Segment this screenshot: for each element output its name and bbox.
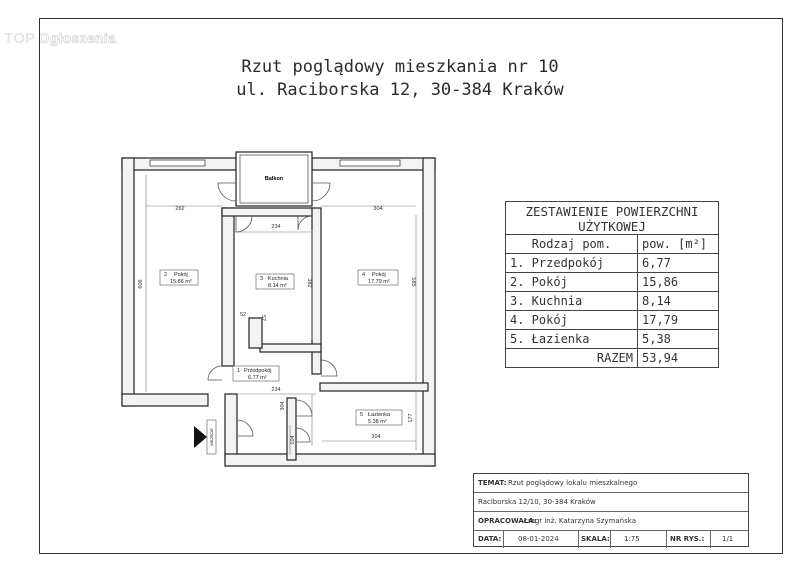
wall-bath-left: [286, 397, 297, 461]
svg-text:1: 1: [237, 368, 240, 374]
area-total-value: 53,94: [637, 348, 719, 368]
dimension-585: 585: [410, 277, 416, 286]
title-block-address-row: Raciborska 12/10, 30-384 Kraków: [474, 493, 748, 512]
dimension-52: 52: [240, 312, 246, 318]
entrance-label-box: [206, 419, 217, 455]
wall-hall-bath: [319, 382, 429, 392]
dimension-304-top: 304: [373, 206, 382, 212]
title-block-author-row: OPRACOWAŁA: mgr inż. Katarzyna Szymańska: [474, 512, 748, 531]
area-table-header-line1: ZESTAWIENIE POWIERZCHNI: [525, 204, 699, 219]
drawing-address: ul. Raciborska 12, 30-384 Kraków: [236, 80, 564, 100]
room-area-5: 5.38 m²: [368, 419, 387, 425]
dimension-304-hall: 304: [280, 401, 286, 410]
window-room-4: [339, 159, 401, 167]
door-balcony-right: [311, 182, 331, 202]
dimension-606: 606: [138, 279, 144, 288]
wall-left: [121, 157, 135, 407]
wall-bottom-left: [121, 393, 209, 407]
room-label-box-3: [255, 273, 295, 290]
door-balcony-left: [217, 182, 237, 202]
wall-right: [422, 157, 436, 467]
title-block-subject-row: TEMAT: Rzut poglądowy lokalu mieszkalneg…: [474, 474, 748, 493]
room-name-4: Pokój: [372, 272, 386, 278]
room-label-box-5: [355, 409, 403, 426]
dimension-304-bath: 304: [371, 434, 380, 440]
room-name-1: Przedpokój: [244, 368, 272, 374]
watermark-rest: Ogłoszenia: [38, 30, 117, 47]
room-area-2: 15.86 m²: [170, 279, 192, 285]
room-name-2: Pokój: [174, 272, 188, 278]
scale-label: SKALA:: [581, 535, 610, 543]
subject-value: Rzut poglądowy lokalu mieszkalnego: [508, 479, 638, 487]
date-value: 08-01-2024: [518, 535, 559, 543]
area-summary-table: ZESTAWIENIE POWIERZCHNI UŻYTKOWEJ Rodzaj…: [505, 201, 719, 368]
author-value: mgr inż. Katarzyna Szymańska: [528, 517, 636, 525]
svg-text:3: 3: [260, 276, 263, 282]
room-label-box-1: [232, 365, 280, 382]
room-area-1: 6.77 m²: [248, 375, 267, 381]
door-kitchen-top-right: [297, 215, 313, 231]
dimension-177: 177: [408, 413, 414, 422]
room-name-3: Kuchnia: [268, 276, 289, 282]
wall-kitchen-bottom: [259, 343, 322, 353]
date-label: DATA:: [478, 535, 502, 543]
watermark-top: TOP: [4, 30, 36, 47]
entrance-arrow: [194, 426, 207, 448]
wall-entrance-side: [224, 393, 238, 463]
area-table-col-room: Rodzaj pom.: [505, 234, 638, 254]
scale-value: 1:75: [624, 535, 640, 543]
room-name-5: Łazienka: [368, 412, 391, 418]
room-area-4: 17.79 m²: [368, 279, 390, 285]
title-block-meta-row: DATA: 08-01-2024 SKALA: 1:75 NR RYS.: 1/…: [474, 530, 748, 548]
wall-closet: [248, 317, 263, 349]
subject-label: TEMAT:: [478, 479, 507, 487]
svg-text:2: 2: [164, 272, 167, 278]
dimension-234-kitchen: 234: [271, 224, 280, 230]
area-table-header: ZESTAWIENIE POWIERZCHNI UŻYTKOWEJ: [505, 201, 719, 235]
door-room-2: [207, 365, 223, 381]
drawing-number-label: NR RYS.:: [670, 535, 705, 543]
area-table-total-row: RAZEM 53,94: [505, 348, 719, 368]
balcony-label: Balkon: [265, 176, 284, 182]
drawing-number-value: 1/1: [722, 535, 734, 543]
area-table-col-area: pow. [m²]: [637, 234, 719, 254]
drawing-sheet-border: [39, 18, 783, 554]
window-room-2: [149, 159, 206, 167]
dimension-262: 262: [175, 206, 184, 212]
title-block: TEMAT: Rzut poglądowy lokalu mieszkalneg…: [473, 473, 749, 548]
dimension-234-hall: 234: [271, 387, 280, 393]
room-label-box-2: [159, 269, 199, 286]
entrance-label: WEJŚCIE: [209, 428, 214, 446]
address-value: Raciborska 12/10, 30-384 Kraków: [478, 498, 596, 506]
wall-kitchen-left: [221, 207, 235, 367]
author-label: OPRACOWAŁA:: [478, 517, 537, 525]
door-room-4: [320, 359, 338, 377]
door-bathroom: [295, 399, 313, 417]
door-kitchen-top: [235, 215, 253, 233]
wall-kitchen-top: [221, 207, 315, 217]
dimension-104: 104: [290, 435, 296, 444]
area-table-header-line2: UŻYTKOWEJ: [578, 219, 646, 234]
drawing-title: Rzut poglądowy mieszkania nr 10: [241, 57, 559, 77]
door-wc: [295, 427, 311, 443]
area-total-label: RAZEM: [505, 348, 638, 368]
door-entrance: [236, 419, 254, 437]
dimension-382: 382: [306, 278, 312, 287]
room-area-3: 8.14 m²: [268, 283, 287, 289]
balcony-outline: [235, 151, 313, 207]
dimension-57: 57: [260, 315, 266, 321]
wall-bottom: [224, 453, 436, 467]
svg-text:5: 5: [360, 412, 363, 418]
svg-text:4: 4: [362, 272, 365, 278]
room-label-box-4: [357, 269, 399, 286]
